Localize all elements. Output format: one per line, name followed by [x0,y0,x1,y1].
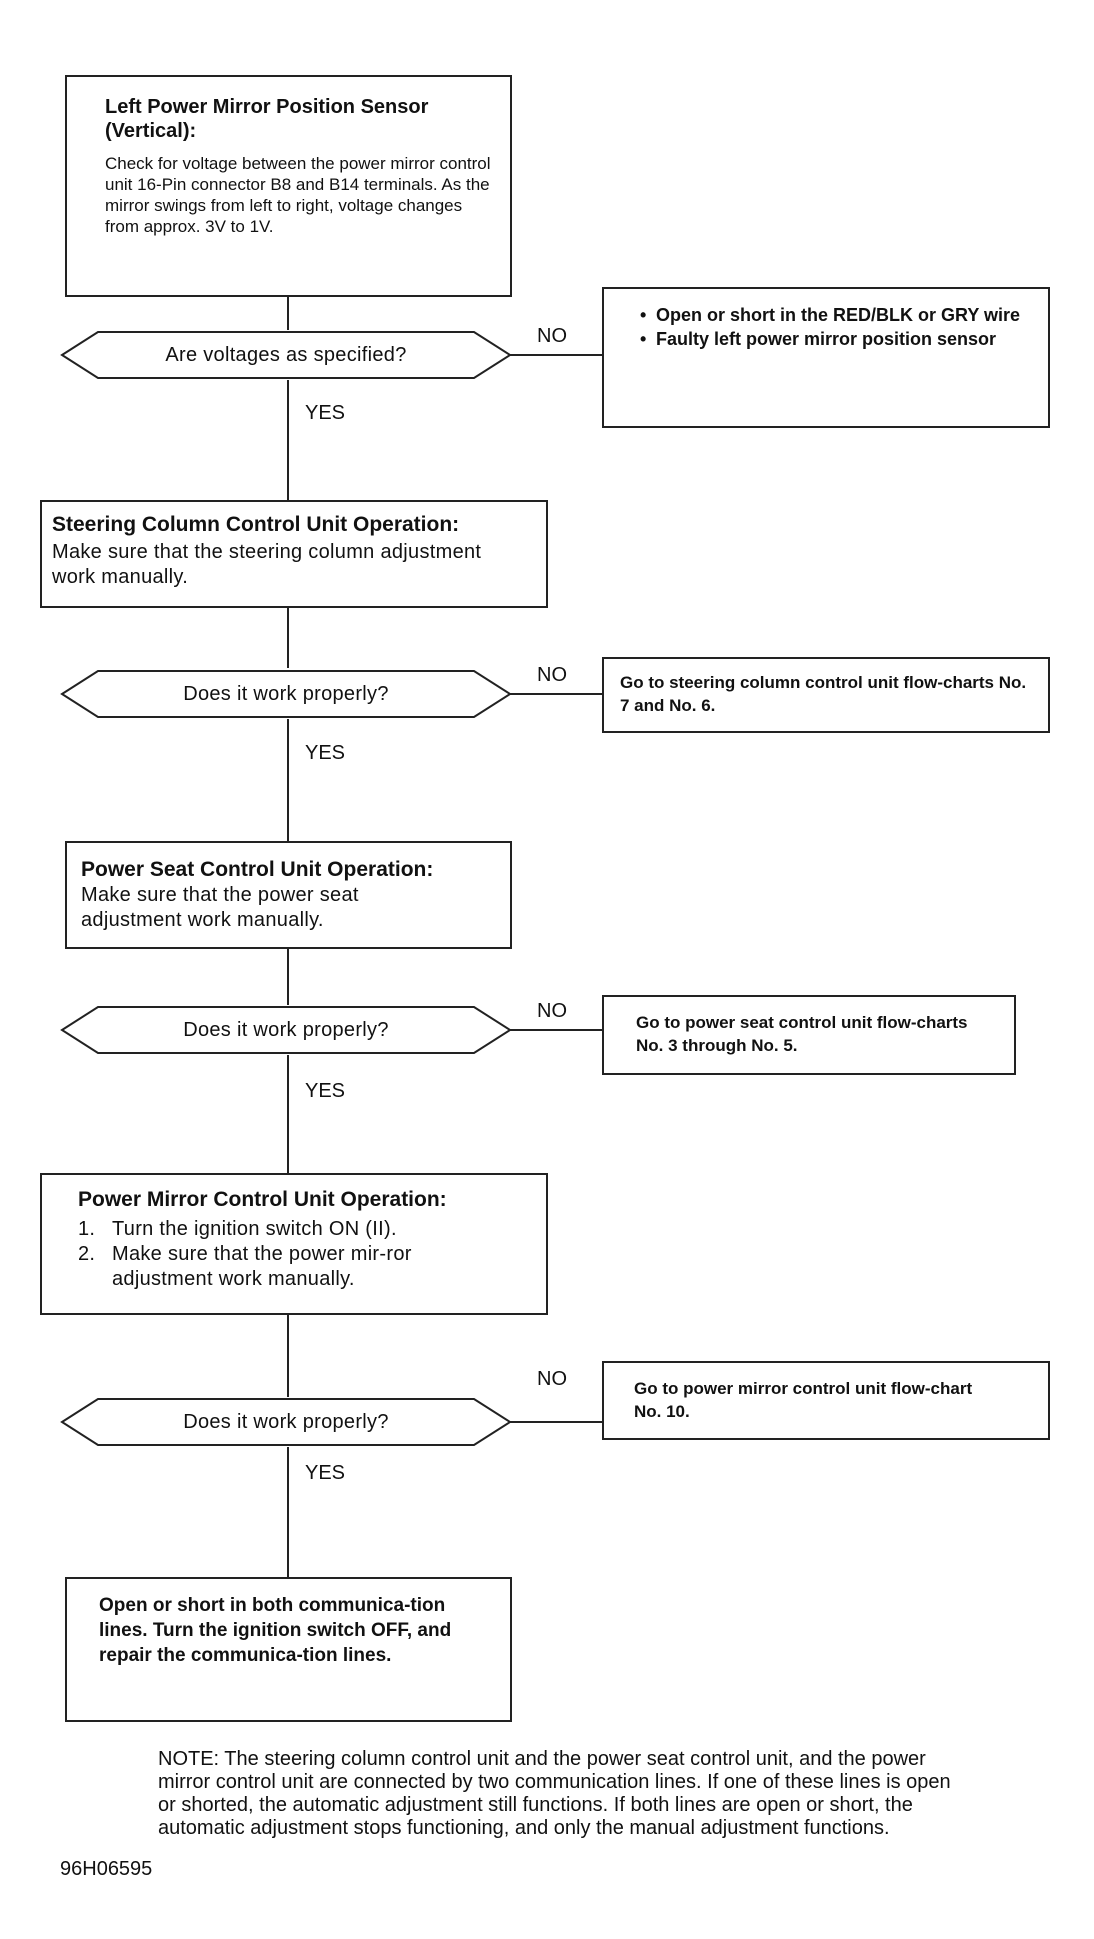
final-text: Open or short in both communica-tion lin… [99,1595,452,1666]
step-title: Power Seat Control Unit Operation: [81,858,434,881]
connector-decision1-box2 [287,380,289,500]
no-label: NO [537,325,567,347]
decision-shape [60,1006,512,1054]
yes-label: YES [305,402,346,424]
step-body: Make sure that the steering column adjus… [52,541,482,588]
yes-label: YES [305,1462,346,1484]
step-item: 2. Make sure that the power mir-ror adjus… [78,1242,442,1292]
step-list: 1. Turn the ignition switch ON (II). 2. Ma… [78,1217,534,1292]
result-text: Go to power seat control unit flow-chart… [636,1013,968,1055]
step-number: 2. [78,1243,96,1265]
connector-decision2-no [510,693,602,695]
no-label: NO [537,1368,567,1390]
step-box-power-seat: Power Seat Control Unit Operation: Make … [65,841,512,949]
decision-shape [60,331,512,379]
step-box-steering-column: Steering Column Control Unit Operation: … [40,500,548,608]
decision-shape [60,670,512,718]
decision-question: Does it work properly? [183,1410,389,1433]
step-title: Steering Column Control Unit Operation: [52,513,460,536]
connector-decision3-no [510,1029,602,1031]
decision-shape [60,1398,512,1446]
result-box-mirror-flowchart: Go to power mirror control unit flow-cha… [602,1361,1050,1440]
step-box-position-sensor: Left Power Mirror Position Sensor (Verti… [65,75,512,297]
result-text: Go to steering column control unit flow-… [620,673,1027,715]
connector-decision4-final [287,1447,289,1577]
connector-box3-decision3 [287,949,289,1005]
footnote: NOTE: The steering column control unit a… [158,1748,951,1839]
step-title: Power Mirror Control Unit Operation: [78,1188,447,1211]
step-body: Check for voltage between the power mirr… [105,154,491,236]
final-box-communication-lines: Open or short in both communica-tion lin… [65,1577,512,1722]
step-title: Left Power Mirror Position Sensor (Verti… [105,96,429,142]
decision-seat-works: Does it work properly? [60,1005,512,1055]
connector-box1-decision1 [287,296,289,330]
step-box-power-mirror: Power Mirror Control Unit Operation: 1. T… [40,1173,548,1315]
connector-decision2-box3 [287,719,289,841]
decision-voltages: Are voltages as specified? [60,330,512,380]
connector-decision1-no [510,354,602,356]
connector-box2-decision2 [287,608,289,668]
yes-label: YES [305,1080,346,1102]
decision-mirror-works: Does it work properly? [60,1397,512,1447]
decision-question: Does it work properly? [183,682,389,705]
decision-steering-works: Does it work properly? [60,669,512,719]
result-item: Faulty left power mirror position sensor [640,327,1032,351]
connector-decision4-no [510,1421,602,1423]
result-box-steering-flowcharts: Go to steering column control unit flow-… [602,657,1050,733]
result-box-seat-flowcharts: Go to power seat control unit flow-chart… [602,995,1016,1075]
figure-code: 96H06595 [60,1858,153,1880]
decision-question: Are voltages as specified? [165,343,407,366]
result-item: Open or short in the RED/BLK or GRY wire [640,303,1032,327]
step-text: Make sure that the power mir-ror adjustm… [112,1243,412,1290]
decision-question: Does it work properly? [183,1018,389,1041]
result-box-faulty-wire: Open or short in the RED/BLK or GRY wire… [602,287,1050,428]
step-text: Turn the ignition switch ON (II). [112,1218,397,1240]
no-label: NO [537,664,567,686]
step-item: 1. Turn the ignition switch ON (II). [78,1217,534,1242]
connector-decision3-box4 [287,1055,289,1173]
result-list: Open or short in the RED/BLK or GRY wire… [640,303,1032,351]
no-label: NO [537,1000,567,1022]
connector-box4-decision4 [287,1315,289,1397]
yes-label: YES [305,742,346,764]
result-text: Go to power mirror control unit flow-cha… [634,1379,973,1421]
step-body: Make sure that the power seat adjustment… [81,884,359,931]
step-number: 1. [78,1218,96,1240]
